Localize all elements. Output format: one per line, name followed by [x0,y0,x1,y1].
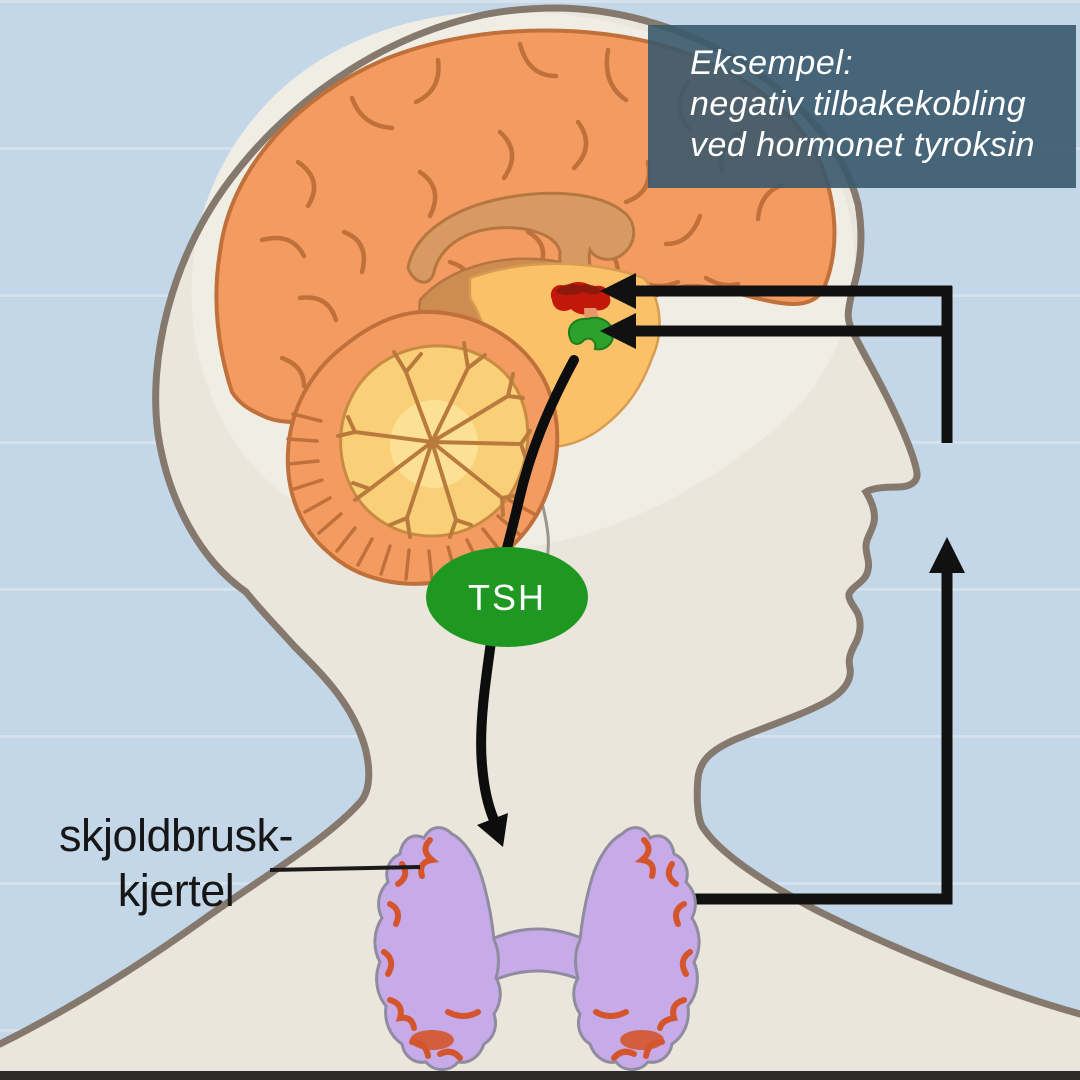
feedback-upper-lines [634,285,953,443]
callout-line-2: negativ tilbakekobling [690,85,1027,123]
thyroid-vessel-blob-right [620,1030,664,1050]
thyroid-gland [373,826,701,1071]
bottom-border-bar [0,1071,1080,1080]
thyroid-label-line-1: skjoldbrusk- [58,810,294,861]
feedback-arrows [600,273,965,905]
feedback-lower-lines [676,556,953,905]
thyroid-label-line [269,865,421,872]
callout-line-3: ved hormonet tyroksin [690,126,1035,164]
pituitary [568,316,615,351]
arrowhead-to-hypothalamus [600,273,636,309]
thyroid-label-line-2: kjertel [117,865,235,916]
thyroid-vessel-blob-left [410,1030,454,1050]
hypothalamus-shade [556,284,602,295]
thyroid-gland-label: skjoldbrusk- kjertel [26,808,326,918]
callout-line-1: Eksempel: [690,44,854,82]
arrowhead-to-pituitary [600,313,636,349]
thyroid-right-lobe [572,826,701,1071]
arrowhead-up [929,537,965,573]
skull-face-chest-outline [152,4,1080,1018]
thyroid-left-lobe [373,826,502,1071]
tsh-arrowhead-down [477,813,508,847]
tsh-oval-label: TSH [468,577,546,618]
cerebellum-branches [336,341,532,539]
nape-shoulder-outline [0,588,373,1048]
tsh-oval [426,547,588,647]
callout-box: Eksempel: negativ tilbakekobling ved hor… [648,25,1076,188]
